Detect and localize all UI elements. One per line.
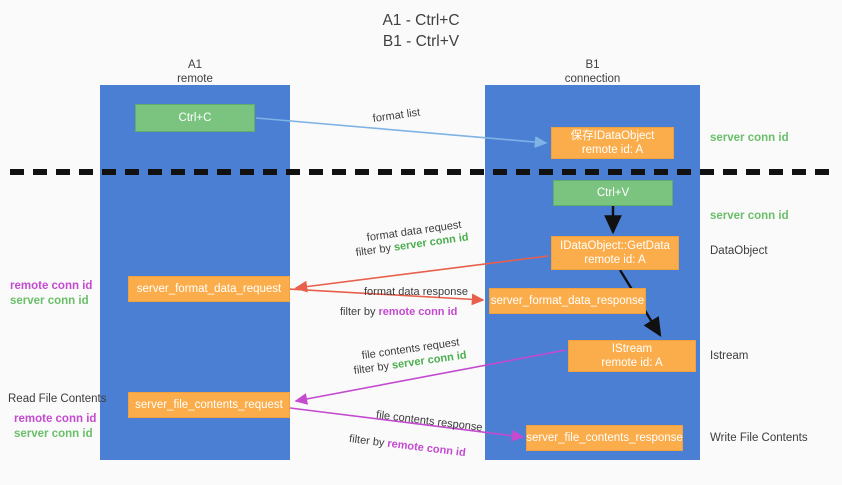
title-line-1: A1 - Ctrl+C [382, 12, 460, 29]
box-istream[interactable]: IStream remote id: A [568, 340, 696, 372]
page-title: A1 - Ctrl+C B1 - Ctrl+V [0, 10, 842, 52]
annotation-remote-conn-id-1: remote conn id [10, 280, 93, 292]
box-server-format-data-request[interactable]: server_format_data_request [128, 276, 290, 302]
filter-prefix: filter by [340, 306, 379, 318]
edge-label-format-list: format list [372, 106, 421, 127]
column-right-name: B1 [585, 59, 600, 71]
annotation-write-file-contents: Write File Contents [710, 432, 808, 444]
annotation-read-file-contents: Read File Contents [8, 393, 107, 405]
column-right-role: connection [564, 73, 621, 85]
column-left-name: A1 [187, 59, 203, 71]
column-header-right: B1 connection [485, 58, 700, 86]
filter-prefix: filter by [348, 432, 389, 450]
annotation-dataobject: DataObject [710, 245, 768, 257]
annotation-server-conn-id-1: server conn id [10, 295, 89, 307]
annotation-istream: Istream [710, 350, 749, 362]
annotation-server-conn-id-second: server conn id [710, 210, 789, 222]
filter-value-remote-conn-id: remote conn id [386, 437, 467, 460]
box-ctrl-c-label: Ctrl+C [178, 112, 212, 124]
filter-value-remote-conn-id: remote conn id [378, 306, 458, 318]
title-line-2: B1 - Ctrl+V [382, 33, 460, 50]
box-server-file-contents-request[interactable]: server_file_contents_request [128, 392, 290, 418]
edge-label-format-data-response: format data response [364, 285, 468, 300]
edge-label-format-data-response-text: format data response [364, 286, 468, 298]
box-idataobject-getdata[interactable]: IDataObject::GetData remote id: A [551, 236, 679, 270]
box-server-format-data-response[interactable]: server_format_data_response [489, 288, 646, 314]
column-header-left: A1 remote [100, 58, 290, 86]
box-server-format-data-response-label: server_format_data_response [490, 295, 645, 307]
column-left-role: remote [177, 73, 213, 85]
box-saved-idataobject-line2: remote id: A [581, 144, 644, 156]
edge-label-file-contents-response-text: file contents response [375, 408, 484, 434]
box-saved-idataobject[interactable]: 保存IDataObject remote id: A [551, 127, 674, 159]
box-ctrl-c[interactable]: Ctrl+C [135, 104, 255, 132]
box-server-format-data-request-label: server_format_data_request [136, 283, 282, 295]
annotation-server-conn-id-2: server conn id [14, 428, 93, 440]
box-idataobject-getdata-line1: IDataObject::GetData [560, 240, 670, 252]
box-server-file-contents-response-label: server_file_contents_response [526, 432, 683, 444]
box-server-file-contents-response[interactable]: server_file_contents_response [526, 425, 683, 451]
box-istream-line1: IStream [611, 343, 653, 355]
edge-label-format-list-text: format list [372, 106, 421, 126]
annotation-server-conn-id-top: server conn id [710, 132, 789, 144]
filter-prefix: filter by [355, 241, 395, 260]
box-server-file-contents-request-label: server_file_contents_request [135, 399, 283, 411]
box-ctrl-v-label: Ctrl+V [596, 187, 630, 199]
annotation-remote-conn-id-2: remote conn id [14, 413, 97, 425]
box-ctrl-v[interactable]: Ctrl+V [553, 180, 673, 206]
edge-label-format-data-response-filter: filter by remote conn id [340, 305, 457, 320]
box-saved-idataobject-line1: 保存IDataObject [570, 130, 655, 142]
box-istream-line2: remote id: A [601, 357, 663, 369]
box-idataobject-getdata-line2: remote id: A [584, 254, 646, 266]
filter-prefix: filter by [353, 359, 393, 378]
edge-label-file-contents-response-filter: filter by remote conn id [348, 432, 466, 461]
edge-label-file-contents-response: file contents response [375, 408, 483, 436]
